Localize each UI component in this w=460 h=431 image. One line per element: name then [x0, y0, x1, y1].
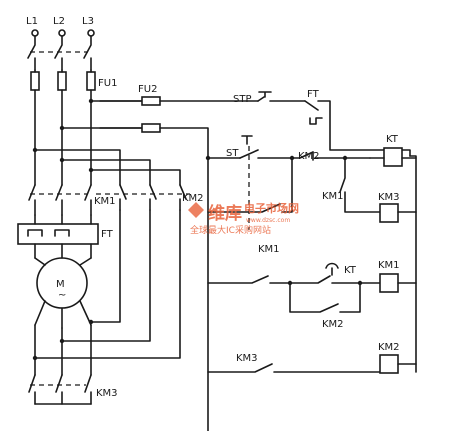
km1-main-contact-3: [84, 184, 92, 216]
watermark-logo-icon: [188, 202, 204, 218]
star-conductors: [34, 324, 92, 376]
km3-main-contact-2: [55, 374, 63, 405]
label-l1: L1: [26, 16, 38, 27]
bus-km2-b: [61, 159, 151, 186]
label-l3: L3: [82, 16, 94, 27]
label-ft-top: FT: [307, 89, 320, 100]
return-a: [90, 209, 121, 323]
km2-main-contact-3: [179, 184, 187, 211]
label-km1-contact: KM1: [322, 191, 344, 202]
kt-delay-arc: [325, 262, 339, 269]
st-actuator: [241, 135, 253, 145]
km2-interlock-contact: [291, 151, 371, 159]
ft-input-leads: [34, 214, 92, 225]
watermark: 维库 电子市场网 www.dzsc.com 全球最大IC采购网站: [188, 201, 299, 236]
return-b: [61, 209, 151, 342]
km1-main-contact-1: [28, 184, 36, 216]
km2-holding-contact: [289, 282, 361, 313]
isolator-pole-3: [83, 35, 92, 71]
coil-km3: [379, 203, 399, 223]
label-km2-main: KM2: [182, 193, 204, 204]
label-km3-main: KM3: [96, 388, 118, 399]
km3-main-contact-1: [28, 374, 36, 405]
coil-km2: [379, 354, 399, 374]
km1-main-contact-2: [55, 184, 63, 216]
bus-km2-c: [90, 169, 181, 186]
labels: L1 L2 L3 FU1 FU2 STP FT ST KM2 KT KM1 KM…: [26, 16, 400, 399]
label-km2-coil: KM2: [378, 342, 400, 353]
km1-holding-contact: [207, 157, 293, 213]
isolator-pole-1: [27, 35, 36, 71]
label-km1-coil: KM1: [378, 260, 400, 271]
phase-conductors: [34, 89, 92, 186]
label-km3-coil: KM3: [378, 192, 400, 203]
watermark-title: 电子市场网: [244, 201, 299, 215]
watermark-slogan: 全球最大IC采购网站: [190, 224, 271, 236]
motor-input-leads: [34, 257, 92, 266]
thermal-relay-ft: [17, 223, 99, 245]
terminal-l3: [87, 29, 95, 37]
terminal-l2: [58, 29, 66, 37]
ft-output-leads: [34, 243, 92, 259]
ft-heater-elements: [27, 229, 70, 237]
ft-nc-contact-and-line: [304, 100, 411, 157]
ft-thermal-actuator: [309, 117, 323, 125]
label-motor-phase: ~: [58, 290, 66, 301]
label-km2-contact-top: KM2: [298, 151, 320, 162]
fuse-fu1-l3: [86, 71, 96, 91]
return-c: [34, 209, 181, 359]
control-left-rail: [159, 127, 209, 431]
km1-row-contact: [207, 275, 291, 284]
label-kt-contact: KT: [344, 265, 357, 276]
km3-interlock-contact: [207, 363, 381, 373]
watermark-url: www.dzsc.com: [246, 217, 290, 224]
fuse-fu1-l1: [30, 71, 40, 91]
label-km2-hold: KM2: [322, 319, 344, 330]
label-motor: M: [56, 279, 65, 290]
km3-main-contact-3: [84, 374, 92, 405]
label-st: ST: [226, 148, 239, 159]
km2-main-contact-1: [119, 184, 127, 211]
stop-button-stp: [257, 96, 306, 102]
km1-aux-contact: [339, 157, 381, 213]
label-km3-contact: KM3: [236, 353, 258, 364]
kt-delayed-contact: [289, 275, 381, 284]
bus-km2-a: [34, 149, 121, 186]
isolator-pole-2: [54, 35, 63, 71]
fuse-fu2-2: [141, 123, 161, 133]
label-km1-main: KM1: [94, 196, 116, 207]
fuse-fu2-1: [141, 96, 161, 106]
control-circuit: [99, 91, 417, 431]
label-ft-relay: FT: [101, 229, 114, 240]
label-stp: STP: [233, 94, 252, 105]
label-l2: L2: [53, 16, 65, 27]
fuse-top-leads: [34, 69, 92, 73]
label-kt-coil: KT: [386, 134, 399, 145]
label-km1-under-st: KM1: [258, 244, 280, 255]
fuse-fu1-l2: [57, 71, 67, 91]
stp-actuator: [258, 91, 272, 98]
control-right-rail: [409, 155, 417, 373]
coil-km1: [379, 273, 399, 293]
terminal-l1: [31, 29, 39, 37]
km2-main-contact-2: [149, 184, 157, 211]
start-button-st: [239, 149, 293, 159]
label-fu1: FU1: [98, 78, 117, 89]
coil-kt: [383, 147, 403, 167]
label-fu2: FU2: [138, 84, 157, 95]
watermark-brand: 维库: [208, 203, 242, 224]
